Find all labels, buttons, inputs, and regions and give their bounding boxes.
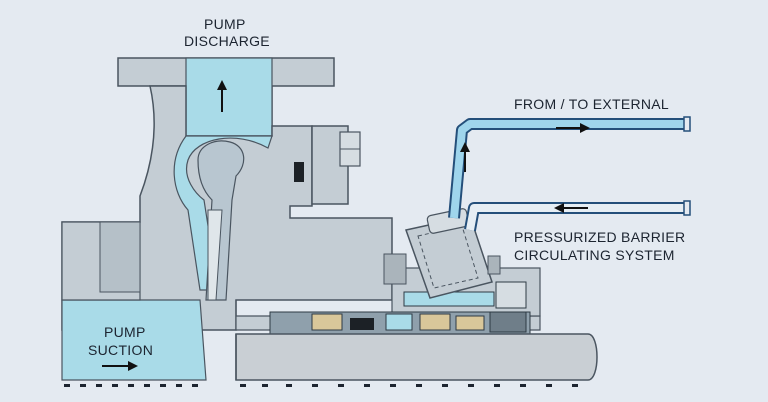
label-from-to-external: FROM / TO EXTERNAL xyxy=(514,96,670,112)
flow-arrow-right-icon xyxy=(102,361,138,371)
threaded-stud xyxy=(383,253,407,285)
cartridge-seal-internals xyxy=(269,281,531,335)
volute-passage xyxy=(173,135,273,291)
seal-face xyxy=(311,313,343,331)
label-pump-suction-line2: SUCTION xyxy=(88,342,154,358)
flow-arrow-up-icon xyxy=(460,142,470,172)
plug-fitting xyxy=(487,255,501,275)
pipe-end-upper xyxy=(683,116,691,132)
seal-face xyxy=(419,313,451,331)
seal-face xyxy=(455,315,485,331)
suction-casing-inner xyxy=(99,221,141,293)
outlet-pipe xyxy=(450,120,686,219)
label-barrier-line1: PRESSURIZED BARRIER xyxy=(514,229,686,245)
barrier-fluid-channel xyxy=(403,291,495,307)
gasket-black xyxy=(294,162,304,182)
label-pump-suction-line1: PUMP xyxy=(104,324,146,340)
suction-inlet xyxy=(61,299,207,381)
discharge-nozzle-fluid xyxy=(185,57,273,137)
flow-arrow-right-icon xyxy=(556,123,590,133)
hex-bolt-icon xyxy=(339,131,361,167)
label-pump-discharge-line1: PUMP xyxy=(204,16,246,32)
label-barrier-line2: CIRCULATING SYSTEM xyxy=(514,247,675,263)
pipe-end-lower xyxy=(683,200,691,216)
label-pump-discharge-line2: DISCHARGE xyxy=(184,33,270,49)
return-pipe xyxy=(466,204,686,231)
pump-shaft xyxy=(235,333,598,381)
gland-bolt xyxy=(495,281,527,309)
seal-fluid-gap xyxy=(385,313,413,331)
flow-arrow-up-icon xyxy=(217,80,227,112)
seal-ring xyxy=(350,318,374,330)
ground-dashes xyxy=(64,384,578,387)
impeller-vane xyxy=(207,209,223,301)
flow-arrow-left-icon xyxy=(554,203,588,213)
